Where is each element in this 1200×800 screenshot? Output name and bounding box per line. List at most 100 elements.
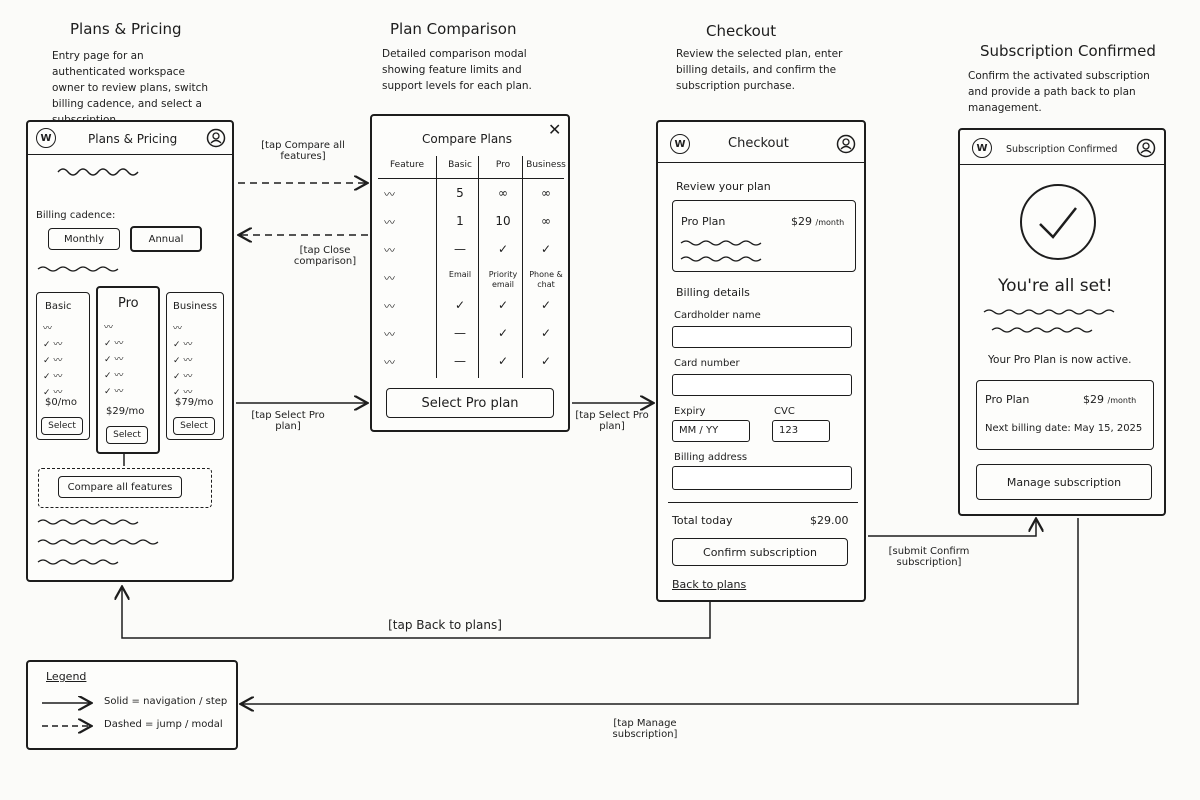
column-header: Business: [526, 160, 566, 170]
placeholder-scribble: [57, 168, 139, 176]
placeholder-scribble: [37, 266, 119, 272]
placeholder-scribble: [983, 309, 1115, 333]
legend-dashed: Dashed = jump / modal: [104, 719, 223, 730]
review-plan-label: Review your plan: [676, 180, 771, 193]
card-number-field[interactable]: [672, 374, 852, 396]
billing-address-label: Billing address: [674, 452, 748, 463]
checkout-screen: W Checkout Review your plan Pro Plan $29…: [656, 120, 866, 602]
next-billing-date: Next billing date: May 15, 2025: [985, 423, 1143, 434]
select-pro-plan-button[interactable]: Select Pro plan: [386, 388, 554, 418]
legend-title: Legend: [46, 670, 87, 683]
plans-screen: W Plans & Pricing Billing cadence: Month…: [26, 120, 234, 582]
placeholder-scribble: [680, 240, 762, 262]
table-cell: Phone & chat: [529, 270, 563, 289]
manage-subscription-button[interactable]: Manage subscription: [976, 464, 1152, 500]
workspace-logo[interactable]: W: [972, 138, 992, 158]
select-pro-button[interactable]: Select: [106, 426, 148, 444]
checkout-heading: Checkout: [706, 22, 777, 40]
column-header: Basic: [448, 160, 472, 170]
back-to-plans-link[interactable]: Back to plans: [672, 578, 747, 591]
table-cell: ✓: [497, 242, 509, 256]
column-header: Pro: [495, 160, 511, 170]
total-label: Total today: [672, 514, 733, 527]
cardholder-label: Cardholder name: [674, 310, 761, 321]
table-cell: ✓: [497, 298, 509, 312]
workspace-logo[interactable]: W: [36, 128, 56, 148]
header-divider: [28, 154, 232, 155]
price-amount: $29: [791, 215, 812, 228]
monthly-toggle[interactable]: Monthly: [48, 228, 120, 250]
table-cell: 1: [456, 214, 464, 228]
select-business-button[interactable]: Select: [173, 417, 215, 435]
feature-list: 〰✓ 〰✓ 〰✓ 〰✓ 〰: [173, 324, 193, 398]
table-cell: ✓: [540, 326, 552, 340]
transition-label: [tap Compare all features]: [261, 140, 345, 162]
column-divider: [436, 156, 437, 378]
confirmed-screen: W Subscription Confirmed You're all set!…: [958, 128, 1166, 516]
plan-name: Business: [173, 301, 218, 312]
user-avatar-icon[interactable]: [1136, 138, 1156, 162]
annual-toggle[interactable]: Annual: [130, 226, 202, 252]
legend-solid: Solid = navigation / step: [104, 696, 228, 707]
plans-header-title: Plans & Pricing: [88, 132, 178, 146]
plan-price: $29 /month: [1083, 393, 1136, 406]
plan-price: $29 /month: [791, 215, 844, 228]
compare-description: Detailed comparison modal showing featur…: [382, 48, 532, 92]
plan-card-business: Business 〰✓ 〰✓ 〰✓ 〰✓ 〰 $79/mo Select: [166, 292, 224, 440]
table-cell: ✓: [454, 298, 466, 312]
transition-label: [tap Manage subscription]: [612, 718, 678, 740]
feature-placeholder: 〰: [384, 272, 395, 285]
active-plan-card: Pro Plan $29 /month Next billing date: M…: [976, 380, 1154, 450]
workspace-logo[interactable]: W: [670, 134, 690, 154]
plan-summary-card: Pro Plan $29 /month: [672, 200, 856, 272]
select-basic-button[interactable]: Select: [41, 417, 83, 435]
checkout-description: Review the selected plan, enter billing …: [676, 48, 843, 92]
table-cell: Priority email: [488, 270, 518, 289]
feature-placeholder: 〰: [384, 244, 395, 257]
table-cell: ✓: [497, 354, 509, 368]
cvc-field[interactable]: 123: [772, 420, 830, 442]
header-divider: [658, 162, 864, 163]
table-cell: Email: [448, 270, 472, 279]
column-divider: [522, 156, 523, 378]
close-icon[interactable]: ✕: [548, 120, 562, 139]
confirmed-header-title: Subscription Confirmed: [1006, 144, 1118, 155]
checkout-header-title: Checkout: [728, 136, 789, 151]
success-title: You're all set!: [998, 276, 1113, 296]
confirmed-heading: Subscription Confirmed: [980, 42, 1156, 60]
price-period: /month: [1107, 396, 1137, 405]
header-divider: [960, 164, 1164, 165]
table-cell: ∞: [541, 186, 551, 200]
billing-address-field[interactable]: [672, 466, 852, 490]
table-cell: ✓: [497, 326, 509, 340]
user-avatar-icon[interactable]: [206, 128, 226, 152]
plan-price: $79/mo: [175, 397, 214, 408]
transition-label: [tap Close comparison]: [293, 245, 357, 267]
compare-dashed-region: [38, 468, 212, 508]
transition-label: [tap Select Pro plan]: [575, 410, 649, 432]
plan-name: Pro: [118, 296, 139, 311]
column-divider: [478, 156, 479, 378]
card-number-label: Card number: [674, 358, 740, 369]
confirm-subscription-button[interactable]: Confirm subscription: [672, 538, 848, 566]
placeholder-scribble: [37, 519, 159, 565]
success-check-icon: [1018, 182, 1098, 266]
feature-placeholder: 〰: [384, 356, 395, 369]
expiry-field[interactable]: MM / YY: [672, 420, 750, 442]
compare-all-features-button[interactable]: Compare all features: [58, 476, 182, 498]
feature-placeholder: 〰: [384, 300, 395, 313]
column-header: Feature: [389, 160, 424, 170]
table-cell: ✓: [540, 354, 552, 368]
user-avatar-icon[interactable]: [836, 134, 856, 158]
confirmed-description: Confirm the activated subscription and p…: [968, 70, 1150, 114]
transition-label: [tap Select Pro plan]: [251, 410, 325, 432]
section-divider: [668, 502, 858, 503]
billing-cadence-label: Billing cadence:: [36, 210, 116, 221]
plans-heading: Plans & Pricing: [70, 20, 182, 38]
plan-price: $0/mo: [45, 397, 77, 408]
table-cell: 10: [495, 214, 511, 228]
expiry-label: Expiry: [674, 406, 706, 417]
price-period: /month: [815, 218, 845, 227]
cardholder-name-field[interactable]: [672, 326, 852, 348]
